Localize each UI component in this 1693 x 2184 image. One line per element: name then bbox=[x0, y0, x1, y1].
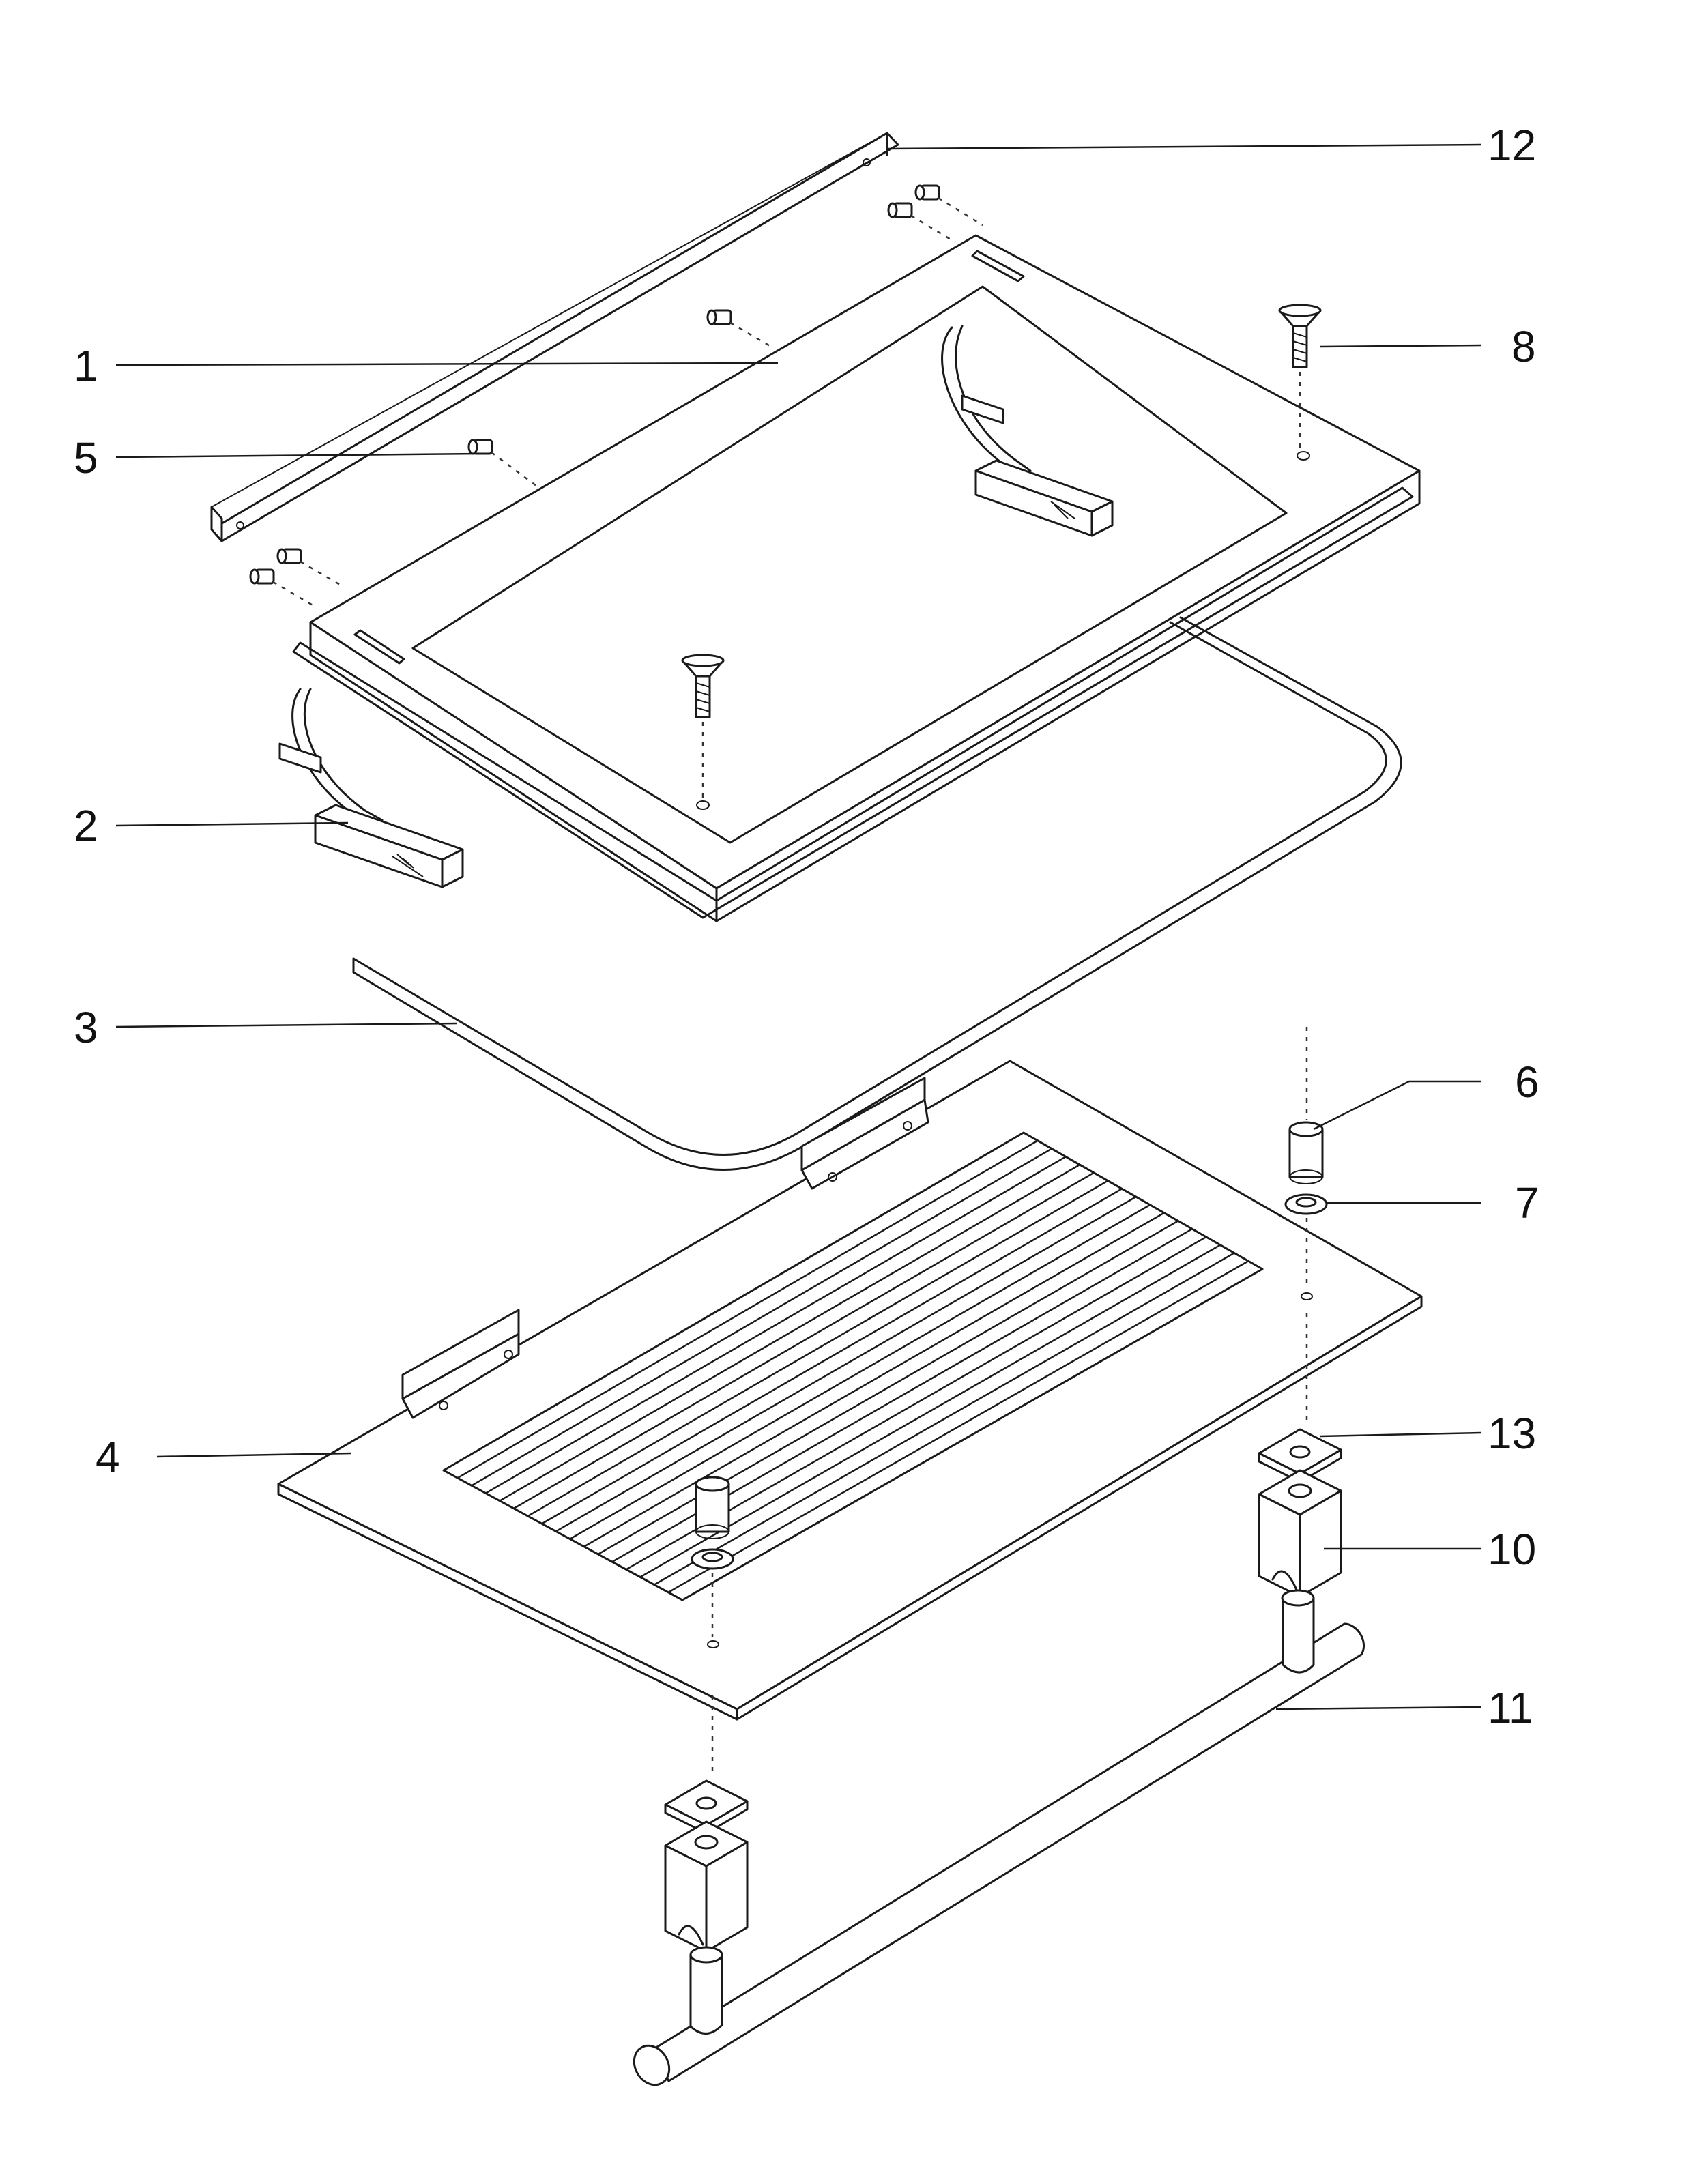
spacer-part-6 bbox=[1288, 1027, 1324, 1184]
slat-line bbox=[527, 1180, 1109, 1517]
handle-block-lower bbox=[664, 1820, 749, 1953]
callout-labels: 12 1 8 5 2 3 6 7 4 13 10 11 bbox=[74, 121, 1539, 1732]
slat-line bbox=[597, 1220, 1179, 1556]
callout-13: 13 bbox=[1488, 1409, 1536, 1458]
callout-1: 1 bbox=[74, 341, 98, 390]
slat-line bbox=[583, 1212, 1165, 1547]
angle-strip-part-12 bbox=[210, 132, 899, 542]
handle-bar-part-11 bbox=[633, 1589, 1365, 2086]
hinge-part-2 bbox=[278, 688, 464, 888]
slat-line bbox=[569, 1204, 1151, 1540]
inner-panel-part-4 bbox=[277, 1060, 1423, 1721]
callout-11: 11 bbox=[1488, 1683, 1533, 1732]
callout-5: 5 bbox=[74, 433, 98, 482]
plate-lower bbox=[664, 1695, 749, 1835]
callout-12: 12 bbox=[1488, 121, 1536, 170]
hinge-upper bbox=[941, 325, 1114, 537]
leader-lines bbox=[115, 143, 1481, 1710]
callout-7: 7 bbox=[1515, 1178, 1539, 1227]
slat-line bbox=[555, 1196, 1137, 1532]
slat-line bbox=[471, 1148, 1052, 1487]
washer-part-7 bbox=[1284, 1193, 1328, 1290]
slat-line bbox=[654, 1252, 1235, 1586]
callout-8: 8 bbox=[1511, 322, 1536, 371]
gasket-part-3 bbox=[352, 616, 1402, 1171]
slat-line bbox=[457, 1139, 1039, 1479]
callout-3: 3 bbox=[74, 1003, 98, 1052]
screws-part-5 bbox=[249, 184, 983, 607]
countersunk-screw-part-8 bbox=[1278, 304, 1322, 450]
handle-block-part-10 bbox=[1258, 1469, 1342, 1598]
callout-6: 6 bbox=[1515, 1058, 1539, 1107]
callout-4: 4 bbox=[96, 1433, 120, 1482]
callout-2: 2 bbox=[74, 801, 98, 850]
spacer-left bbox=[691, 1476, 734, 1637]
slat-line bbox=[499, 1163, 1080, 1502]
door-top-panel-part-1 bbox=[292, 234, 1421, 922]
plate-part-13 bbox=[1258, 1313, 1342, 1483]
slat-line bbox=[541, 1188, 1123, 1525]
slat-line bbox=[667, 1260, 1249, 1593]
slat-line bbox=[513, 1171, 1095, 1509]
slat-line bbox=[485, 1156, 1067, 1494]
callout-10: 10 bbox=[1488, 1525, 1536, 1574]
slat-line bbox=[639, 1244, 1221, 1578]
countersunk-screw-lower bbox=[681, 654, 725, 800]
